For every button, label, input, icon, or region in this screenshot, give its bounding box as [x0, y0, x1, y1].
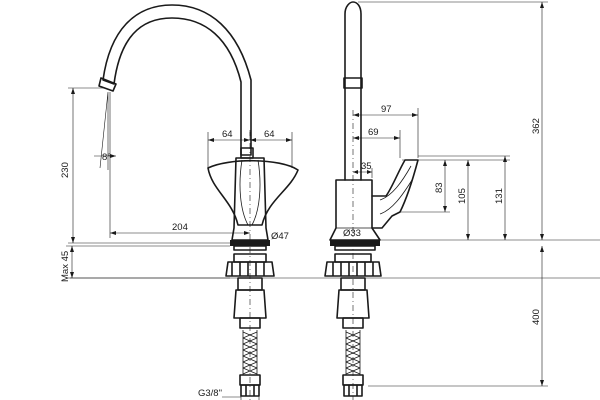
dim-handle-69: 69	[368, 127, 379, 138]
front-aerator	[98, 77, 117, 92]
dim-width-right: 64	[264, 129, 275, 140]
side-hose-nut	[343, 384, 363, 397]
side-base-flange	[334, 245, 376, 251]
side-lower-body	[336, 289, 370, 319]
front-handle	[207, 159, 299, 226]
side-view: 97 69 35 Ø33 83 105 131 362 400	[70, 1, 600, 400]
dim-body-35: 35	[361, 161, 372, 172]
front-view: 64 64 204 Ø47 230 8° Max 45 G3/8"	[60, 4, 299, 400]
dim-total-height: 362	[531, 118, 542, 134]
side-nut	[324, 261, 382, 277]
front-handle-inner	[239, 159, 261, 226]
front-nut	[225, 261, 275, 277]
dim-hose-length: 400	[531, 309, 542, 325]
front-lower-body	[233, 289, 267, 319]
side-base-ring	[330, 240, 380, 246]
dim-spout-height: 230	[60, 162, 71, 178]
dim-connection: G3/8"	[198, 388, 222, 399]
side-handle-inner	[379, 165, 413, 215]
front-spout	[102, 4, 252, 156]
dim-angle: 8°	[102, 152, 111, 163]
dim-h-131: 131	[494, 188, 505, 204]
side-spout	[344, 1, 362, 181]
dim-base-dia-front: Ø47	[271, 231, 289, 242]
dim-h-83: 83	[434, 182, 445, 193]
side-handle	[371, 159, 419, 229]
dim-h-105: 105	[457, 188, 468, 204]
dim-max-deck: Max 45	[60, 251, 71, 282]
dim-width-left: 64	[222, 129, 233, 140]
dim-reach: 204	[172, 222, 188, 233]
side-spout-ring	[343, 77, 363, 89]
dim-handle-97: 97	[381, 104, 392, 115]
dim-base-dia-side: Ø33	[343, 228, 361, 239]
